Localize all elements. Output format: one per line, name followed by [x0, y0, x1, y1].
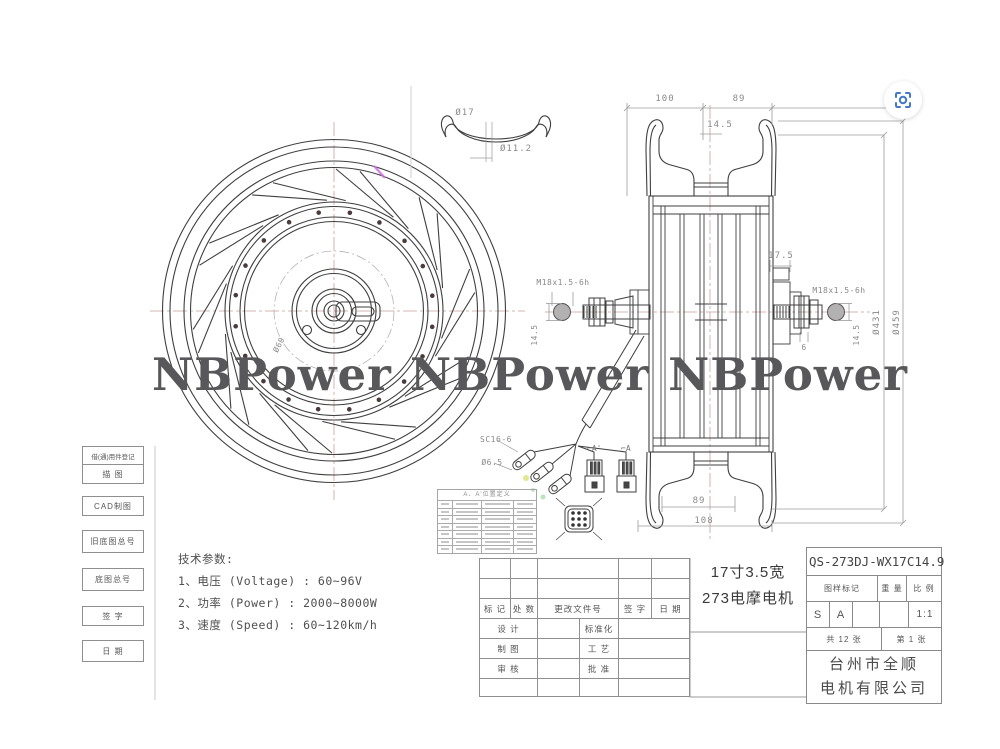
motor-section — [629, 195, 802, 453]
product-name: 17寸3.5宽 273电摩电机 — [690, 560, 806, 612]
dim-17-5: 17.5 — [768, 251, 794, 261]
search-by-image-button[interactable] — [884, 81, 922, 119]
cable-assembly — [493, 329, 645, 541]
rev-draft-label: 制 图 — [479, 638, 537, 658]
left-cell-trace: 描 图 — [82, 464, 144, 484]
rev-approve-label: 批 准 — [579, 658, 618, 678]
rev-col-date: 日 期 — [651, 598, 690, 618]
dim-89-bottom: 89 — [692, 496, 706, 506]
company-name: 台州市全顺 电机有限公司 — [807, 651, 941, 703]
pin-position-table: A、A'位置定义 — [437, 489, 537, 554]
rev-col-docno: 更改文件号 — [537, 598, 618, 618]
rev-col-count: 处 数 — [510, 598, 537, 618]
tb-col-scale: 比 例 — [913, 584, 935, 593]
detail-dim-leaders — [470, 122, 493, 162]
left-cell-borrow-register: 借(通)用件登记 — [82, 446, 144, 465]
tb-col-weight: 重 量 — [878, 576, 907, 601]
rev-col-sign: 签 字 — [618, 598, 651, 618]
company-line1: 台州市全顺 — [828, 656, 919, 673]
dim-dia459: Ø459 — [892, 309, 902, 335]
revision-table: 标 记 处 数 更改文件号 签 字 日 期 设 计 标准化 制 图 工 艺 审 … — [479, 558, 690, 697]
tech-param-power: 2、功率 (Power) : 2000~8000W — [178, 596, 378, 610]
axle-left — [553, 295, 651, 329]
dim-108: 108 — [694, 516, 714, 526]
axle-right — [773, 295, 845, 329]
connector-a-prime — [584, 459, 605, 493]
pin-table-title: A、A'位置定义 — [463, 492, 511, 498]
center-lines — [150, 105, 870, 540]
block-frame — [689, 558, 806, 698]
section-label-a: ⌐A — [621, 444, 631, 453]
front-view-drawing — [161, 138, 507, 484]
tb-scale-value: 1:1 — [916, 609, 934, 620]
dim-6: 6 — [801, 343, 807, 352]
tech-param-voltage: 1、电压 (Voltage) : 60~96V — [178, 574, 363, 588]
magenta-mark — [373, 165, 386, 179]
tb-sheet-total: 共 12 张 — [807, 628, 882, 650]
rev-standard-label: 标准化 — [579, 618, 618, 638]
left-cell-base-no: 底图总号 — [82, 568, 144, 591]
dim-axle-flat-right: 14.5 — [852, 324, 861, 346]
rev-design-label: 设 计 — [479, 618, 537, 638]
technical-parameters: 技术参数: 1、电压 (Voltage) : 60~96V 2、功率 (Powe… — [178, 548, 377, 636]
dim-14-5: 14.5 — [707, 120, 733, 130]
lug-spec-label: SC16-6 — [480, 435, 512, 444]
tech-params-title: 技术参数: — [178, 552, 234, 566]
wheel-spokes — [192, 168, 476, 454]
lug-hole-label: Ø6.5 — [481, 458, 503, 467]
left-cell-cad: CAD制图 — [82, 496, 144, 516]
tb-sheet-no: 第 1 张 — [896, 634, 927, 644]
title-block: QS-273DJ-WX17C14.9 图样标记 重 量 比 例 S A 1:1 … — [806, 547, 944, 704]
tb-mark-a: A — [830, 602, 853, 627]
multi-pin-connector — [555, 497, 603, 541]
camera-lens-icon — [895, 92, 911, 108]
drawing-number: QS-273DJ-WX17C14.9 — [807, 548, 944, 576]
dim-100: 100 — [655, 94, 675, 104]
rim-section-top — [645, 119, 777, 197]
dim-dia17: Ø17 — [455, 108, 475, 118]
left-cell-signature: 签 字 — [82, 606, 144, 626]
cover-bolts — [233, 210, 435, 412]
thread-left-label: M18x1.5-6h — [536, 278, 590, 287]
rev-process-label: 工 艺 — [579, 638, 618, 658]
tech-param-speed: 3、速度 (Speed) : 60~120km/h — [178, 618, 378, 632]
tb-mark-s: S — [807, 602, 830, 627]
dimension-lines — [546, 103, 907, 532]
connector-a — [616, 459, 637, 493]
section-label-a-prime: ⌐A' — [587, 444, 602, 453]
detail-view-drawing — [441, 115, 551, 143]
product-line1: 17寸3.5宽 — [710, 564, 786, 581]
ring-terminal — [548, 473, 572, 495]
left-cell-date: 日 期 — [82, 640, 144, 662]
ring-terminal — [530, 461, 554, 483]
company-line2: 电机有限公司 — [819, 680, 928, 697]
rev-check-label: 审 核 — [479, 658, 537, 678]
ring-terminal — [512, 449, 536, 471]
rev-col-mark: 标 记 — [479, 598, 510, 618]
dim-dia431: Ø431 — [872, 309, 882, 335]
color-marks — [523, 475, 546, 500]
thread-right-label: M18x1.5-6h — [812, 286, 866, 295]
product-line2: 273电摩电机 — [701, 590, 795, 607]
dim-89-top: 89 — [732, 94, 746, 104]
tb-col-mark: 图样标记 — [807, 576, 878, 601]
dim-dia11-2: Ø11.2 — [499, 144, 533, 154]
left-cell-old-base-no: 旧底图总号 — [82, 530, 144, 553]
dim-axle-flat-left: 14.5 — [530, 324, 539, 346]
